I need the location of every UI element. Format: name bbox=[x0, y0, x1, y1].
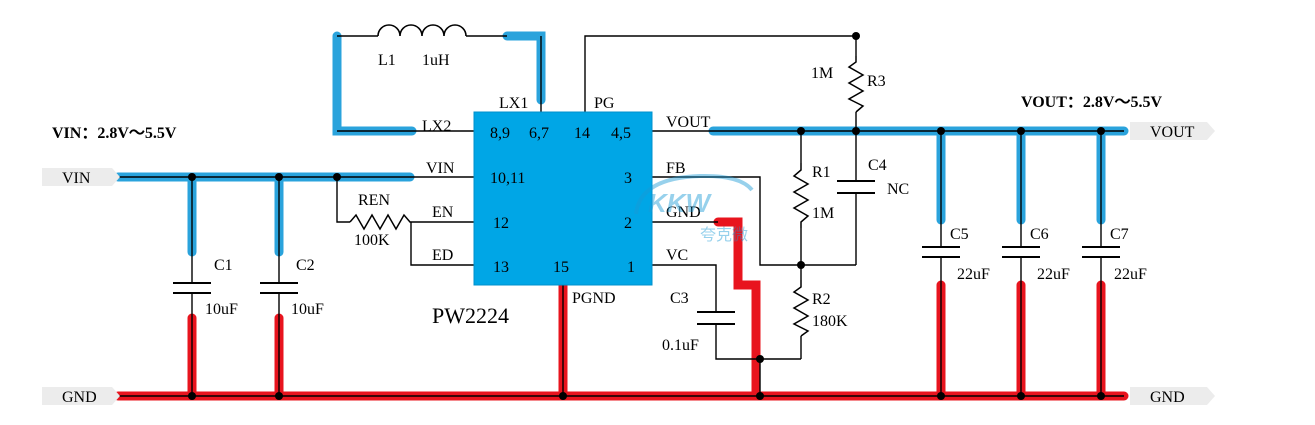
net-en: EN bbox=[432, 204, 454, 221]
capacitor-c3-symbol bbox=[697, 311, 735, 325]
chip-body bbox=[473, 111, 653, 286]
c3-value: 0.1uF bbox=[662, 337, 699, 354]
port-vin-label: VIN bbox=[62, 170, 91, 187]
vin-range-label: VIN：2.8V～5.5V bbox=[52, 125, 177, 142]
c4-value: NC bbox=[887, 181, 909, 198]
c2-value: 10uF bbox=[291, 301, 324, 318]
inductor-l1-symbol bbox=[377, 24, 467, 37]
pin-4-5: 4,5 bbox=[611, 125, 631, 142]
r1-ref: R1 bbox=[812, 164, 831, 181]
chip-gnd-trace bbox=[713, 217, 761, 401]
port-gnd-left-label: GND bbox=[62, 389, 97, 406]
c2-ref: C2 bbox=[296, 257, 315, 274]
pin-3: 3 bbox=[624, 170, 632, 187]
port-gnd-right-label: GND bbox=[1150, 389, 1185, 406]
pin-14: 14 bbox=[574, 125, 590, 142]
r3-value: 1M bbox=[811, 65, 833, 82]
port-gnd-left: GND bbox=[42, 387, 120, 406]
r1-value: 1M bbox=[812, 205, 834, 222]
l1-value: 1uH bbox=[422, 52, 450, 69]
capacitor-c2-symbol bbox=[260, 282, 298, 294]
c6-ref: C6 bbox=[1030, 226, 1049, 243]
pin-2: 2 bbox=[624, 215, 632, 232]
pin-12: 12 bbox=[493, 215, 509, 232]
c6-value: 22uF bbox=[1037, 266, 1070, 283]
pin-8-9: 8,9 bbox=[490, 125, 510, 142]
net-pg: PG bbox=[594, 95, 615, 112]
ren-value: 100K bbox=[354, 232, 390, 249]
capacitor-c7-symbol bbox=[1082, 246, 1120, 258]
watermark-logo-text: KKW bbox=[648, 188, 713, 218]
ren-ref: REN bbox=[358, 192, 390, 209]
resistor-r2-symbol bbox=[792, 280, 810, 337]
capacitor-c5-symbol bbox=[922, 246, 960, 258]
net-vin: VIN bbox=[426, 160, 455, 177]
junction-dots bbox=[188, 32, 1105, 400]
net-gnd: GND bbox=[666, 204, 701, 221]
port-vin: VIN bbox=[42, 168, 120, 187]
resistor-r1-symbol bbox=[792, 163, 810, 228]
net-ed: ED bbox=[432, 247, 453, 264]
net-vc: VC bbox=[666, 247, 688, 264]
net-vout: VOUT bbox=[666, 114, 711, 131]
r3-ref: R3 bbox=[867, 73, 886, 90]
r2-value: 180K bbox=[812, 313, 848, 330]
pin-13: 13 bbox=[493, 259, 509, 276]
watermark-text: 夸克微 bbox=[700, 226, 748, 244]
capacitor-c4-symbol bbox=[837, 180, 875, 194]
capacitor-c6-symbol bbox=[1002, 246, 1040, 258]
pin-15: 15 bbox=[553, 259, 569, 276]
net-fb: FB bbox=[666, 160, 686, 177]
c7-ref: C7 bbox=[1110, 226, 1129, 243]
c5-value: 22uF bbox=[957, 266, 990, 283]
r2-ref: R2 bbox=[812, 291, 831, 308]
chip-name: PW2224 bbox=[432, 303, 509, 328]
lx1-trace bbox=[502, 31, 546, 105]
lx2-trace bbox=[332, 31, 417, 136]
port-vout-label: VOUT bbox=[1150, 124, 1195, 141]
pin-6-7: 6,7 bbox=[529, 125, 549, 142]
c5-ref: C5 bbox=[950, 226, 969, 243]
c7-value: 22uF bbox=[1114, 266, 1147, 283]
c3-ref: C3 bbox=[670, 290, 689, 307]
port-gnd-right: GND bbox=[1130, 387, 1215, 406]
port-vout: VOUT bbox=[1130, 122, 1215, 141]
pin-1: 1 bbox=[627, 259, 635, 276]
net-pgnd: PGND bbox=[572, 290, 616, 307]
pin-10-11: 10,11 bbox=[490, 170, 525, 187]
resistor-r3-symbol bbox=[847, 56, 865, 113]
net-lx1: LX1 bbox=[499, 95, 528, 112]
c1-ref: C1 bbox=[214, 257, 233, 274]
c4-ref: C4 bbox=[868, 157, 887, 174]
vout-range-label: VOUT：2.8V～5.5V bbox=[1021, 94, 1162, 111]
c1-value: 10uF bbox=[205, 301, 238, 318]
net-lx2: LX2 bbox=[422, 118, 451, 135]
resistor-ren-symbol bbox=[349, 213, 415, 231]
l1-ref: L1 bbox=[378, 52, 396, 69]
kkw-watermark-logo: KKW 夸克微 bbox=[634, 173, 754, 244]
capacitor-c1-symbol bbox=[173, 282, 211, 294]
